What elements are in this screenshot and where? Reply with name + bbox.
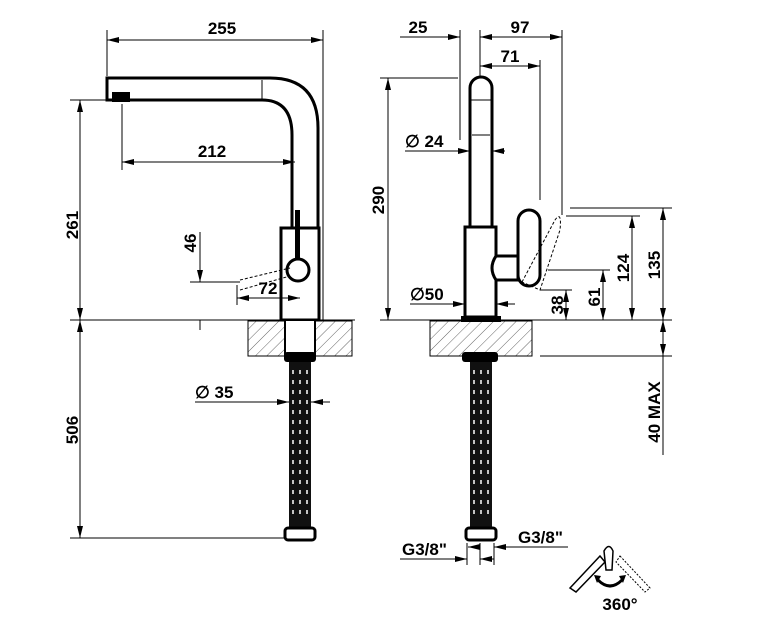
dim-261: 261 (63, 211, 82, 239)
dim-124: 124 (614, 253, 633, 282)
dim-506: 506 (63, 416, 82, 444)
deck-section (429, 320, 533, 357)
dim-38: 38 (548, 296, 567, 315)
dim-255: 255 (208, 19, 236, 38)
handle-lever (295, 210, 300, 258)
front-view: 255 212 261 46 72 ∅ 35 506 (63, 19, 355, 542)
dim-diameter-50: ∅50 (410, 285, 444, 304)
dim-diameter-24: ∅ 24 (405, 132, 444, 151)
body (463, 225, 498, 319)
hose-nut (464, 526, 498, 542)
dim-290: 290 (369, 186, 388, 214)
dim-diameter-35: ∅ 35 (195, 383, 233, 402)
dim-25: 25 (409, 18, 428, 37)
handle (516, 208, 542, 288)
rotation-360-icon: 360° (568, 545, 651, 614)
dim-135: 135 (645, 251, 664, 279)
dim-72: 72 (259, 279, 278, 298)
hose (470, 362, 492, 530)
handle-alt-position (521, 216, 561, 291)
dim-97: 97 (511, 18, 530, 37)
spout-column (468, 75, 494, 230)
rotation-label: 360° (602, 595, 637, 614)
hose (289, 362, 311, 530)
connection-left-label: G3/8" (402, 540, 447, 559)
connection-right-label: G3/8" (518, 528, 563, 547)
dim-40-max: 40 MAX (645, 381, 664, 443)
hose-nut (283, 526, 317, 542)
dim-46: 46 (181, 234, 200, 253)
aerator (112, 92, 130, 102)
handle-knob (285, 257, 311, 283)
dim-212: 212 (198, 142, 226, 161)
dim-71: 71 (501, 47, 520, 66)
dim-61: 61 (585, 288, 604, 307)
side-view: 25 97 71 290 ∅ 24 ∅50 135 124 61 38 40 M… (369, 18, 672, 565)
